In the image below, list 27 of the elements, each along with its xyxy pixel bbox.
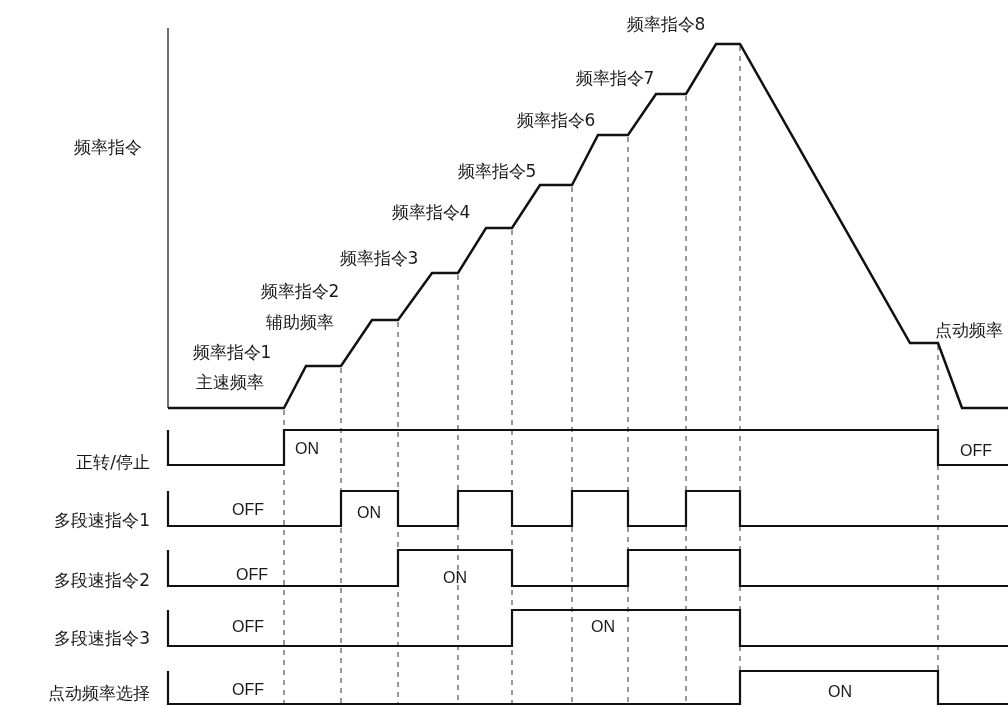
frequency-label: 频率指令1 xyxy=(192,342,272,362)
frequency-label: 主速频率 xyxy=(196,372,264,392)
state-label: ON xyxy=(828,683,852,701)
state-label: ON xyxy=(295,440,319,458)
frequency-label: 频率指令2 xyxy=(260,281,340,301)
state-label: OFF xyxy=(232,618,264,636)
state-label: OFF xyxy=(232,501,264,519)
frequency-label: 辅助频率 xyxy=(266,312,334,332)
frequency-label: 频率指令3 xyxy=(339,248,419,268)
state-label: OFF xyxy=(232,681,264,699)
frequency-label: 频率指令6 xyxy=(516,110,596,130)
signal-name: 多段速指令1 xyxy=(54,510,150,530)
frequency-label: 频率指令8 xyxy=(626,14,706,34)
state-label: ON xyxy=(443,569,467,587)
state-label: OFF xyxy=(960,442,992,460)
frequency-label: 频率指令4 xyxy=(391,202,471,222)
frequency-label: 频率指令5 xyxy=(457,161,537,181)
frequency-label: 频率指令7 xyxy=(575,68,655,88)
signal-name: 频率指令 xyxy=(74,137,142,157)
signal-name: 正转/停止 xyxy=(76,452,150,472)
state-label: ON xyxy=(591,618,615,636)
signal-name: 多段速指令3 xyxy=(54,628,150,648)
signal-name: 多段速指令2 xyxy=(54,570,150,590)
frequency-label: 点动频率 xyxy=(935,320,1003,340)
state-label: OFF xyxy=(236,566,268,584)
signal-name: 点动频率选择 xyxy=(48,683,150,703)
state-label: ON xyxy=(357,504,381,522)
